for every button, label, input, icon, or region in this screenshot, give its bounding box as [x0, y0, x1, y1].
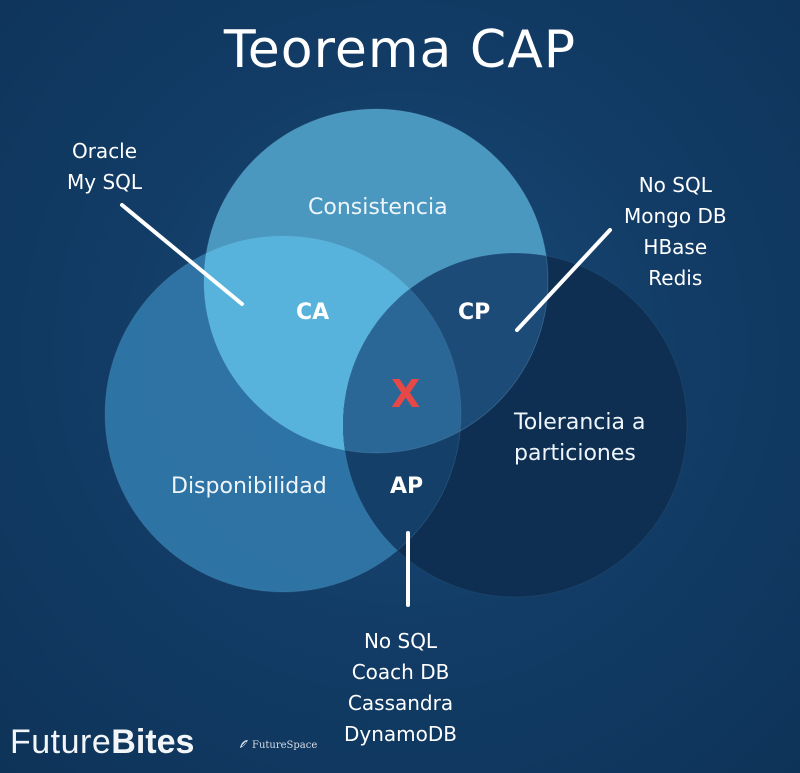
cp-examples: No SQL Mongo DB HBase Redis	[624, 170, 727, 294]
partition-tolerance-label: Tolerancia a particiones	[514, 407, 645, 469]
ca-label: CA	[296, 300, 330, 325]
availability-label: Disponibilidad	[171, 474, 327, 499]
futurespace-mark-icon	[240, 740, 248, 748]
availability-outline	[104, 235, 462, 593]
ap-example-item: No SQL	[363, 629, 438, 653]
consistency-outline	[203, 108, 549, 454]
ap-example-item: Coach DB	[351, 660, 450, 684]
cp-example-item: Redis	[648, 266, 703, 290]
ca-example-item: My SQL	[67, 170, 143, 194]
cp-example-item: HBase	[643, 235, 708, 259]
futurespace-logo: FutureSpace	[238, 738, 317, 752]
cp-example-item: Mongo DB	[624, 204, 727, 228]
partition-tolerance-label-line2: particiones	[514, 441, 636, 466]
diagram-title: Teorema CAP	[223, 20, 577, 80]
futurespace-text: FutureSpace	[252, 740, 318, 751]
ca-overlap	[204, 236, 461, 453]
brand-future-text: Future	[10, 723, 112, 761]
ap-label: AP	[390, 474, 424, 499]
ca-connector-line	[120, 203, 244, 306]
partition-tolerance-outline	[342, 252, 688, 598]
cp-connector-line	[515, 228, 612, 332]
cp-label: CP	[458, 300, 491, 325]
ca-examples: Oracle My SQL	[67, 136, 142, 198]
cp-example-item: No SQL	[638, 173, 712, 197]
ap-examples: No SQL Coach DB Cassandra DynamoDB	[344, 626, 457, 750]
brand-bites-text: Bites	[111, 723, 195, 761]
partition-tolerance-label-line1: Tolerancia a	[514, 410, 646, 435]
ca-example-item: Oracle	[71, 139, 138, 163]
consistency-label: Consistencia	[308, 195, 448, 220]
ca-overlap-group	[204, 236, 461, 453]
ap-example-item: DynamoDB	[344, 722, 458, 746]
futurebites-logo: FutureBites	[10, 722, 194, 762]
center-x-label: X	[391, 372, 421, 416]
ap-example-item: Cassandra	[347, 691, 454, 715]
